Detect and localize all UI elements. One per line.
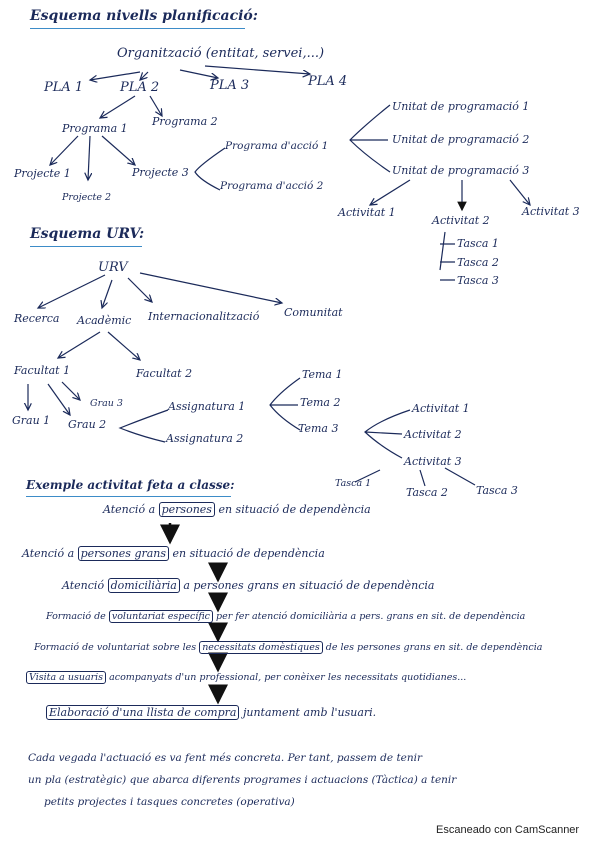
node-tasca-3: Tasca 3	[457, 274, 499, 287]
node-urv-tasca-3: Tasca 3	[476, 484, 518, 497]
example-text: Atenció a	[103, 503, 156, 516]
example-text: Atenció a	[22, 547, 75, 560]
example-line-5: Formació de voluntariat sobre les necess…	[34, 641, 543, 654]
example-text: Formació de voluntariat sobre les	[34, 642, 197, 653]
example-line-2: Atenció a persones grans en situació de …	[22, 546, 325, 561]
node-tema-1: Tema 1	[302, 368, 343, 381]
node-grau-2: Grau 2	[68, 418, 107, 431]
heading-planning-levels: Esquema nivells planificació:	[30, 8, 258, 24]
node-activitat-3: Activitat 3	[522, 205, 580, 218]
node-activitat-2: Activitat 2	[432, 214, 490, 227]
node-urv: URV	[98, 260, 128, 275]
example-keyword: Elaboració d'una llista de compra	[46, 705, 240, 720]
node-urv-tasca-1: Tasca 1	[335, 478, 372, 489]
example-keyword: persones grans	[77, 546, 170, 561]
node-urv-tasca-2: Tasca 2	[406, 486, 448, 499]
node-pla-2: PLA 2	[120, 80, 160, 95]
node-comunitat: Comunitat	[284, 306, 343, 319]
node-unitat-programacio-1: Unitat de programació 1	[392, 100, 530, 113]
node-projecte-3: Projecte 3	[132, 166, 189, 179]
heading-urv: Esquema URV:	[30, 226, 145, 242]
example-text: a persones grans en situació de dependèn…	[183, 579, 435, 592]
heading-underline	[30, 28, 245, 29]
node-organitzacio: Organització (entitat, servei,...)	[117, 46, 325, 61]
node-assignatura-2: Assignatura 2	[166, 432, 244, 445]
node-activitat-1: Activitat 1	[338, 206, 396, 219]
heading-underline	[30, 246, 142, 247]
example-text: acompanyats d'un professional, per conèi…	[109, 672, 467, 683]
example-text: Formació de	[46, 611, 106, 622]
node-tema-3: Tema 3	[298, 422, 339, 435]
example-keyword: voluntariat específic	[108, 610, 213, 623]
example-line-7: Elaboració d'una llista de compra juntam…	[46, 705, 377, 720]
example-keyword: persones	[158, 502, 215, 517]
node-pla-4: PLA 4	[308, 74, 348, 89]
node-urv-activitat-3: Activitat 3	[404, 455, 462, 468]
node-projecte-2: Projecte 2	[62, 192, 112, 203]
node-unitat-programacio-3: Unitat de programació 3	[392, 164, 530, 177]
example-keyword: domiciliària	[107, 578, 180, 593]
node-urv-activitat-2: Activitat 2	[404, 428, 462, 441]
node-projecte-1: Projecte 1	[14, 167, 71, 180]
node-tasca-1: Tasca 1	[457, 237, 499, 250]
node-programa-1: Programa 1	[62, 122, 128, 135]
node-unitat-programacio-2: Unitat de programació 2	[392, 133, 530, 146]
example-text: de les persones grans en sit. de dependè…	[325, 642, 543, 653]
heading-exemple: Exemple activitat feta a classe:	[26, 478, 235, 492]
node-programa-2: Programa 2	[152, 115, 218, 128]
example-line-6: Visita a usuaris acompanyats d'un profes…	[26, 671, 467, 684]
node-recerca: Recerca	[14, 312, 60, 325]
node-pla-3: PLA 3	[210, 78, 250, 93]
example-keyword: Visita a usuaris	[26, 671, 107, 684]
camscanner-watermark: Escaneado con CamScanner	[436, 824, 580, 836]
example-text: juntament amb l'usuari.	[242, 706, 377, 719]
node-pla-1: PLA 1	[44, 80, 84, 95]
example-line-3: Atenció domiciliària a persones grans en…	[62, 578, 435, 593]
conclusion-line-3: petits projectes i tasques concretes (op…	[44, 796, 295, 808]
node-assignatura-1: Assignatura 1	[168, 400, 246, 413]
node-urv-activitat-1: Activitat 1	[412, 402, 470, 415]
node-facultat-1: Facultat 1	[14, 364, 71, 377]
conclusion-line-1: Cada vegada l'actuació es va fent més co…	[28, 752, 423, 764]
node-programa-accio-2: Programa d'acció 2	[220, 180, 324, 192]
node-facultat-2: Facultat 2	[136, 367, 193, 380]
node-programa-accio-1: Programa d'acció 1	[225, 140, 329, 152]
example-text: en situació de dependència	[218, 503, 371, 516]
example-text: en situació de dependència	[172, 547, 325, 560]
heading-underline	[26, 496, 231, 497]
node-grau-3: Grau 3	[90, 398, 123, 409]
node-tasca-2: Tasca 2	[457, 256, 499, 269]
node-tema-2: Tema 2	[300, 396, 341, 409]
example-keyword: necessitats domèstiques	[199, 641, 323, 654]
node-internacionalitzacio: Internacionalització	[148, 310, 260, 323]
node-grau-1: Grau 1	[12, 414, 51, 427]
example-line-4: Formació de voluntariat específic per fe…	[46, 610, 526, 623]
node-academic: Acadèmic	[77, 314, 132, 327]
example-line-1: Atenció a persones en situació de depend…	[103, 502, 371, 517]
example-text: per fer atenció domiciliària a pers. gra…	[216, 611, 526, 622]
example-text: Atenció	[62, 579, 105, 592]
conclusion-line-2: un pla (estratègic) que abarca diferents…	[28, 774, 457, 786]
